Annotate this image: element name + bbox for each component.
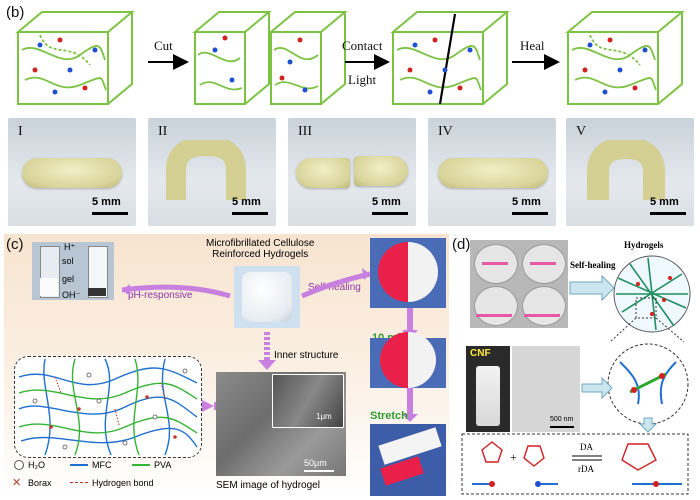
photo-2-roman: II bbox=[158, 124, 168, 139]
cnf-label: CNF bbox=[470, 348, 491, 359]
sem-inset-scale: 1μm bbox=[316, 412, 332, 421]
legend-borax: Borax bbox=[28, 478, 52, 488]
sem-scalebar bbox=[304, 470, 334, 472]
pva-symbol bbox=[132, 464, 150, 466]
healing-photo-1 bbox=[370, 238, 446, 308]
self-healing-label: Self-healing bbox=[308, 282, 361, 293]
title-line2: Reinforced Hydrogels bbox=[212, 249, 309, 260]
legend-hbond: Hydrogen bond bbox=[92, 478, 154, 488]
photo-1-scalebar bbox=[92, 212, 128, 215]
hydrogel-photo bbox=[234, 266, 300, 328]
photo-2-scalebar bbox=[232, 212, 268, 215]
legend-h2o: H₂O bbox=[28, 460, 45, 470]
heal-label: Heal bbox=[520, 38, 545, 53]
hydrogel-healed bbox=[438, 158, 548, 188]
panel-d-letter: (d) bbox=[452, 236, 471, 253]
photo-5-scale: 5 mm bbox=[650, 196, 679, 208]
photo-2: II 5 mm bbox=[148, 118, 276, 226]
photo-5: V 5 mm bbox=[566, 118, 694, 226]
gel-label: gel bbox=[62, 274, 75, 284]
photo-1: I 5 mm bbox=[8, 118, 136, 226]
panel-c-arrows bbox=[121, 268, 418, 422]
photo-3-scalebar bbox=[372, 212, 408, 215]
photo-4-roman: IV bbox=[438, 124, 453, 139]
panel-d: (d) Hydrogels Self-healing bbox=[452, 234, 696, 498]
dish-photo-grid bbox=[470, 240, 568, 328]
photo-4-scale: 5 mm bbox=[512, 196, 541, 208]
hydrogel-healed-bent bbox=[587, 140, 665, 200]
rda-label: rDA bbox=[578, 464, 594, 474]
cube-3 bbox=[390, 11, 510, 105]
stretch-photo bbox=[370, 424, 446, 496]
h2o-symbol bbox=[14, 460, 24, 470]
tem-scalebar bbox=[550, 426, 574, 428]
cube-2-right bbox=[268, 11, 348, 105]
photo-3-roman: III bbox=[298, 124, 312, 139]
photo-1-roman: I bbox=[18, 124, 23, 139]
stretch-label: Stretch bbox=[370, 410, 408, 422]
sol-label: sol bbox=[62, 256, 74, 266]
legend-mfc: MFC bbox=[92, 460, 112, 470]
panel-d-svg bbox=[461, 255, 691, 495]
title-line1: Microfibrillated Cellulose bbox=[206, 238, 315, 249]
photo-5-scalebar bbox=[650, 212, 686, 215]
sem-inset bbox=[272, 374, 344, 428]
sem-image: 1μm 50μm bbox=[216, 372, 346, 476]
network-diagram bbox=[14, 356, 202, 458]
hbond-symbol bbox=[70, 482, 88, 483]
oh-minus-label: OH⁻ bbox=[62, 290, 81, 300]
hydrogel-cut-right bbox=[354, 156, 408, 186]
borax-symbol: ✕ bbox=[12, 477, 22, 489]
da-label: DA bbox=[580, 442, 593, 452]
sem-scale: 50μm bbox=[304, 458, 327, 468]
hydrogel-cut-left bbox=[296, 158, 350, 188]
tem-scale: 500 nm bbox=[550, 416, 574, 423]
panel-b-schematic bbox=[15, 11, 685, 105]
mfc-symbol bbox=[70, 464, 88, 466]
light-label: Light bbox=[348, 72, 377, 87]
cube-1 bbox=[15, 11, 135, 105]
photo-1-scale: 5 mm bbox=[92, 196, 121, 208]
panel-b-letter: (b) bbox=[6, 4, 25, 21]
network-svg bbox=[18, 358, 198, 456]
tem-image: 500 nm bbox=[512, 346, 580, 432]
cut-label: Cut bbox=[154, 38, 173, 53]
plus-sign: + bbox=[510, 450, 517, 464]
hydrogel-straight bbox=[22, 158, 122, 188]
hydrogels-label: Hydrogels bbox=[624, 240, 664, 250]
photo-5-roman: V bbox=[576, 124, 587, 139]
inner-structure-label: Inner structure bbox=[274, 350, 339, 361]
photo-4-scalebar bbox=[512, 212, 548, 215]
vial-gel bbox=[88, 246, 108, 298]
legend-pva: PVA bbox=[154, 460, 172, 470]
cube-4 bbox=[565, 11, 685, 105]
healing-photo-2 bbox=[370, 332, 446, 388]
panel-c-letter: (c) bbox=[6, 236, 24, 253]
photo-3: III 5 mm bbox=[288, 118, 416, 226]
cube-2-left bbox=[192, 11, 272, 105]
title-block: Microfibrillated Cellulose Reinforced Hy… bbox=[206, 238, 314, 260]
h-plus-label: H⁺ bbox=[64, 242, 76, 252]
photo-3-scale: 5 mm bbox=[372, 196, 401, 208]
photo-4: IV 5 mm bbox=[428, 118, 556, 226]
panel-c: (c) H⁺ sol gel OH⁻ Microfibrillated Cell… bbox=[4, 234, 449, 498]
cut-line bbox=[438, 13, 457, 105]
hydrogel-bent bbox=[166, 140, 246, 200]
self-healing-d-label: Self-healing bbox=[570, 260, 616, 270]
cnf-vial-photo: CNF bbox=[466, 346, 510, 432]
photo-2-scale: 5 mm bbox=[232, 196, 261, 208]
sem-caption: SEM image of hydrogel bbox=[216, 480, 320, 491]
contact-label: Contact bbox=[342, 38, 383, 53]
vials-photo bbox=[32, 242, 114, 300]
ph-responsive-label: pH-responsive bbox=[128, 290, 193, 301]
